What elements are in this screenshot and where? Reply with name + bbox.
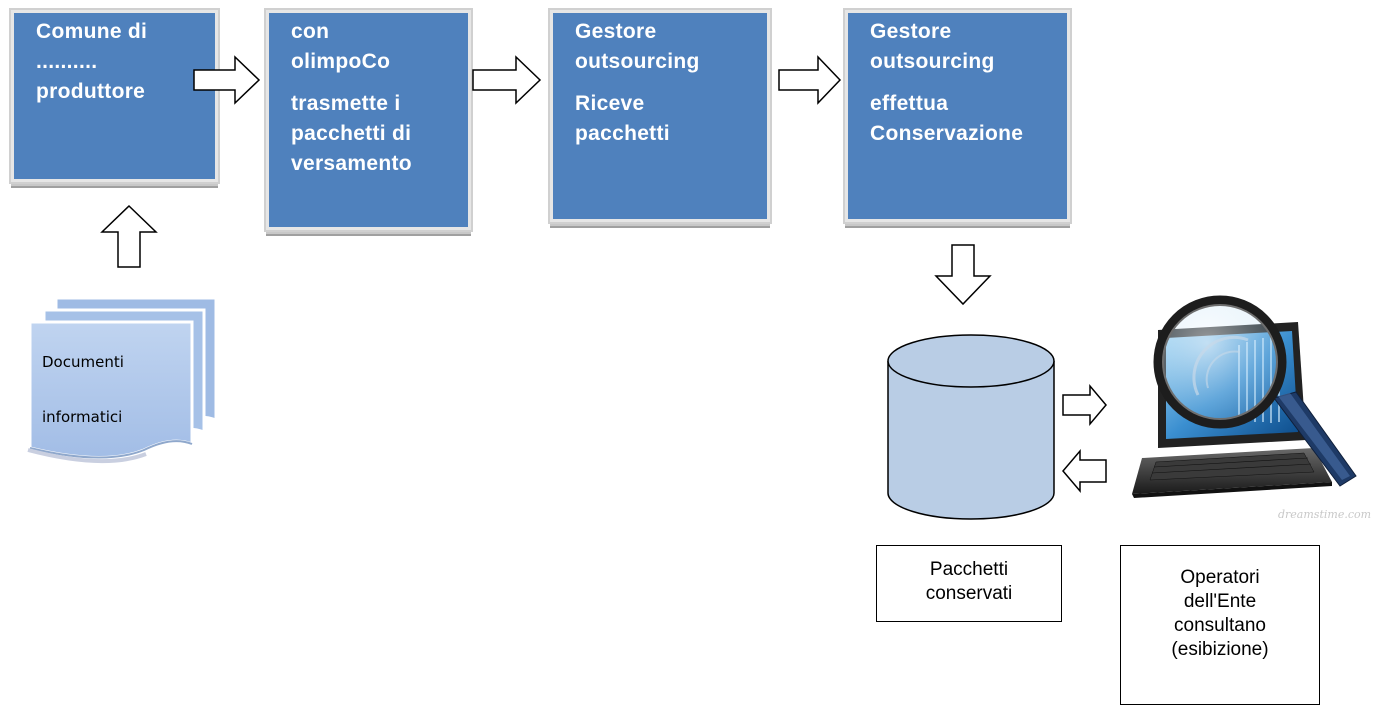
watermark-text: dreamstime.com [1278,508,1372,521]
receive-line-4: pacchetti [575,122,670,145]
receive-line-1: Gestore [575,20,657,43]
transmit-line-4: pacchetti di [291,122,412,145]
conservation-box: Gestore outsourcing effettua Conservazio… [843,8,1072,224]
operators-label: Operatori dell'Ente consultano (esibizio… [1120,545,1320,705]
arrow-up-documents [100,204,158,268]
transmit-line-1: con [291,20,330,43]
documents-line-2: informatici [42,408,122,426]
receive-box: Gestore outsourcing Riceve pacchetti [548,8,772,224]
operators-label-line-2: dell'Ente [1183,591,1257,612]
operators-label-line-1: Operatori [1180,567,1260,588]
arrow-left-consult [1062,448,1107,494]
receive-line-2: outsourcing [575,50,700,73]
documents-line-1: Documenti [42,353,124,371]
arrow-right-1 [193,55,261,105]
arrow-right-3 [778,55,842,105]
arrow-down-storage [934,244,992,306]
producer-box: Comune di .......... produttore [9,8,220,184]
producer-line-1: Comune di [36,20,148,43]
magnifier-laptop-icon [1132,295,1357,498]
arrow-right-consult [1062,383,1107,427]
storage-label-line-1: Pacchetti [929,559,1009,580]
conservation-line-1: Gestore [870,20,952,43]
transmit-line-2: olimpoCo [291,50,391,73]
transmit-line-5: versamento [291,152,412,175]
database-cylinder-icon [887,334,1055,520]
conservation-line-3: effettua [870,92,949,115]
storage-label: Pacchetti conservati [876,545,1062,622]
receive-line-3: Riceve [575,92,645,115]
producer-line-3: produttore [36,80,146,103]
producer-line-2: .......... [36,50,98,73]
storage-label-line-2: conservati [925,583,1013,604]
conservation-line-2: outsourcing [870,50,995,73]
documents-stack-icon: Documenti informatici [27,296,218,464]
arrow-right-2 [472,55,542,105]
transmit-line-3: trasmette i [291,92,401,115]
transmit-box: con olimpoCo trasmette i pacchetti di ve… [264,8,473,232]
conservation-line-4: Conservazione [870,122,1024,145]
operators-label-line-3: consultano [1174,615,1266,636]
operators-label-line-4: (esibizione) [1171,639,1269,660]
